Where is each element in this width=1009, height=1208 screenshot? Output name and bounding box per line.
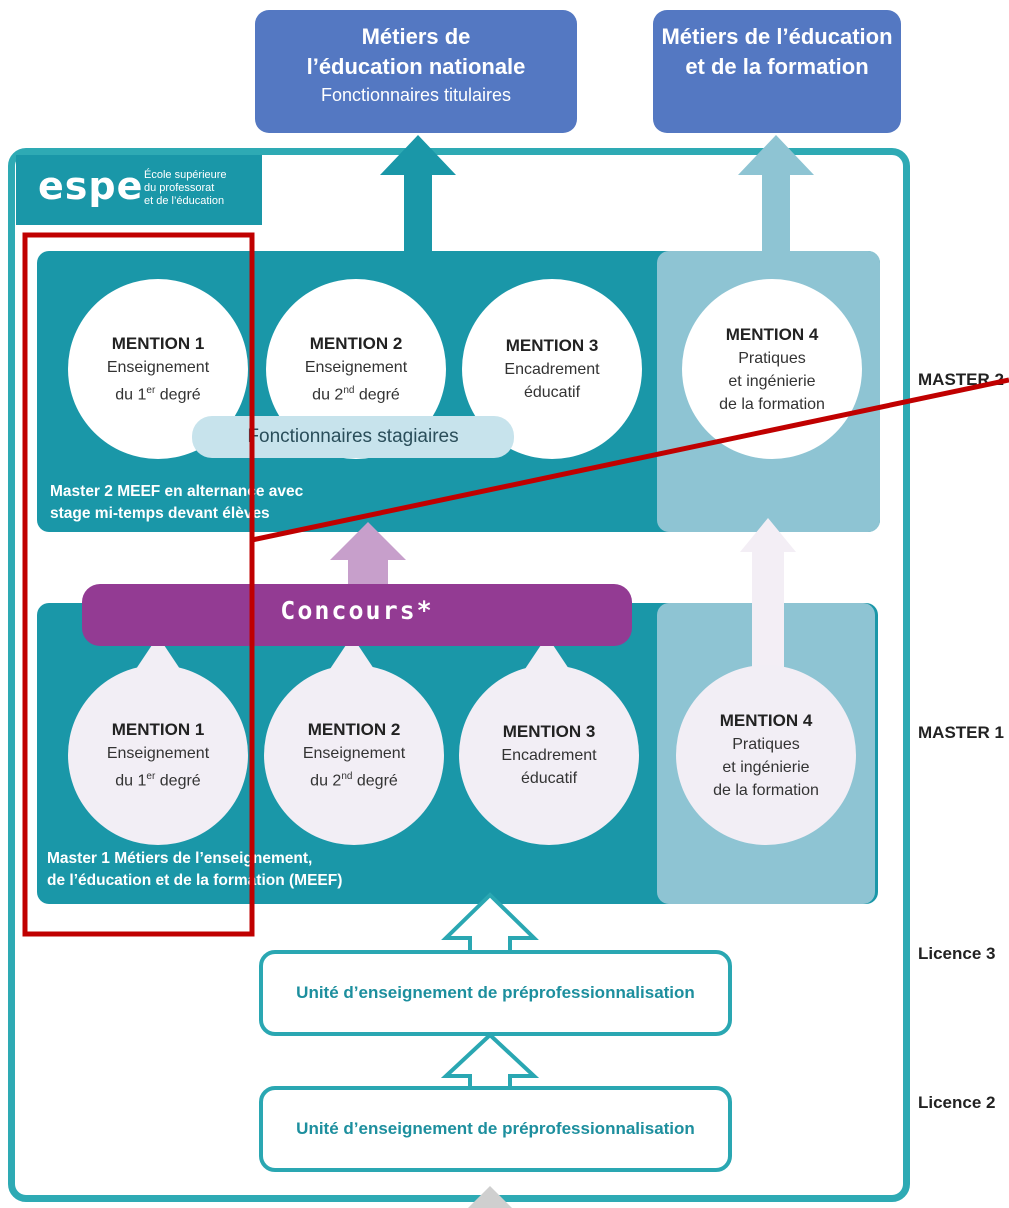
mention-line1: Encadrement <box>504 361 600 378</box>
mention-title: MENTION 3 <box>505 336 599 355</box>
mention-line3: de la formation <box>719 395 825 413</box>
mention-title: MENTION 2 <box>307 719 401 739</box>
mention-line2: du 2nd degré <box>312 384 400 404</box>
side-label-licence2: Licence 2 <box>918 1093 996 1112</box>
mention-line2: et ingénierie <box>722 758 810 776</box>
ue-licence3-box: Unité d’enseignement de préprofessionnal… <box>259 950 732 1036</box>
fonctionnaires-stagiaires-pill: Fonctionnaires stagiaires <box>192 416 514 458</box>
master1-caption: Master 1 Métiers de l’enseignement, de l… <box>47 848 342 892</box>
top-box-education-formation: Métiers de l’éducation et de la formatio… <box>653 10 901 133</box>
concours-bar: Concours* <box>82 584 632 646</box>
mention-title: MENTION 2 <box>309 333 403 353</box>
mention-title: MENTION 4 <box>719 710 813 730</box>
side-label-licence3: Licence 3 <box>918 944 996 963</box>
mention-line2: du 1er degré <box>115 770 201 790</box>
ue-licence2-box: Unité d’enseignement de préprofessionnal… <box>259 1086 732 1172</box>
mention-line1: Pratiques <box>738 349 806 367</box>
master1-mention3-circle: MENTION 3 Encadrement éducatif <box>459 665 639 845</box>
espe-logo-word: espe <box>38 164 144 208</box>
arrow-mention4-up <box>740 518 796 672</box>
mention-title: MENTION 3 <box>502 722 596 741</box>
mention-line2: du 1er degré <box>115 384 201 404</box>
mention-line1: Pratiques <box>732 735 800 753</box>
arrow-bottom-grey <box>468 1186 512 1208</box>
logo-sub3: et de l’éducation <box>144 195 225 207</box>
top-box-line2: l’éducation nationale <box>306 54 526 79</box>
master1-caption-line2: de l’éducation et de la formation (MEEF) <box>47 872 343 889</box>
highlight-rectangle <box>22 232 255 937</box>
top-box-line3: Fonctionnaires titulaires <box>320 85 512 105</box>
master1-caption-line1: Master 1 Métiers de l’enseignement, <box>47 850 313 867</box>
top-box-right-line2: et de la formation <box>685 54 869 79</box>
pill-label: Fonctionnaires stagiaires <box>247 426 459 447</box>
logo-sub2: du professorat <box>144 182 215 194</box>
master2-caption-line1: Master 2 MEEF en alternance avec <box>50 483 304 500</box>
master1-mention1-circle: MENTION 1 Enseignement du 1er degré <box>68 665 248 845</box>
arrow-up-titulaires <box>380 135 456 255</box>
logo-sub1: École supérieure <box>144 169 227 181</box>
master2-caption-line2: stage mi-temps devant élèves <box>50 505 270 522</box>
top-box-education-nationale: Métiers de l’éducation nationale Fonctio… <box>255 10 577 133</box>
arrow-bump-2 <box>328 636 376 672</box>
arrow-bump-1 <box>134 636 182 672</box>
arrow-bump-3 <box>523 636 571 672</box>
mention-line1: Encadrement <box>501 747 597 764</box>
mention-line2: éducatif <box>523 384 581 401</box>
mention-line1: Enseignement <box>304 358 408 376</box>
ue-licence3-label: Unité d’enseignement de préprofessionnal… <box>296 983 695 1002</box>
espe-logo: espe École supérieure du professorat et … <box>16 155 262 225</box>
concours-label: Concours* <box>280 596 434 625</box>
mention-title: MENTION 1 <box>111 333 205 353</box>
mention-line2: et ingénierie <box>728 372 816 390</box>
mention-line1: Enseignement <box>302 744 406 762</box>
mention-title: MENTION 4 <box>725 324 819 344</box>
ue-licence2-label: Unité d’enseignement de préprofessionnal… <box>296 1119 695 1138</box>
arrow-up-formation <box>738 135 814 255</box>
mention-line1: Enseignement <box>106 744 210 762</box>
master1-mention2-circle: MENTION 2 Enseignement du 2nd degré <box>264 665 444 845</box>
mention-line1: Enseignement <box>106 358 210 376</box>
espe-logo-subtitle: École supérieure du professorat et de l’… <box>144 169 227 208</box>
highlight-pointer-line <box>251 377 1009 543</box>
side-label-master1: MASTER 1 <box>918 723 1004 742</box>
master1-mention4-circle: MENTION 4 Pratiques et ingénierie de la … <box>676 665 856 845</box>
top-box-line1: Métiers de <box>361 24 471 49</box>
top-box-right-line1: Métiers de l’éducation <box>661 24 893 49</box>
mention-line2: du 2nd degré <box>310 770 398 790</box>
mention-line2: éducatif <box>520 770 578 787</box>
mention-title: MENTION 1 <box>111 719 205 739</box>
master2-caption: Master 2 MEEF en alternance avec stage m… <box>50 481 303 525</box>
mention-line3: de la formation <box>713 781 819 799</box>
arrow-concours-up <box>330 522 406 598</box>
